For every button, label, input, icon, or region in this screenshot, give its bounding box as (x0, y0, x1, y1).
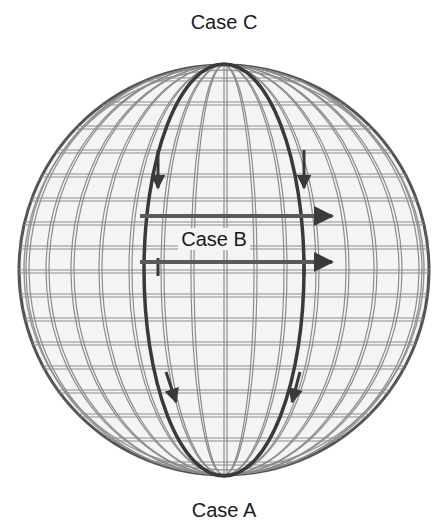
meridian-line (46, 65, 402, 475)
meridian-line (194, 65, 254, 475)
case-label: Case A (189, 499, 259, 521)
meridian-line (26, 65, 422, 475)
case-label: Case B (178, 228, 250, 250)
meridian-line (161, 65, 287, 475)
meridian-line (29, 65, 419, 475)
meridian-line (223, 65, 224, 475)
meridian-line (99, 65, 349, 475)
meridian-line (226, 65, 227, 475)
meridian-line (164, 65, 284, 475)
meridian-line (49, 65, 399, 475)
meridian-line (129, 65, 319, 475)
case-label: Case C (188, 11, 261, 33)
meridian-line (102, 65, 346, 475)
meridian-line (132, 65, 316, 475)
meridian-line (71, 65, 377, 475)
meridian-line (191, 65, 257, 475)
meridian-line (74, 65, 374, 475)
